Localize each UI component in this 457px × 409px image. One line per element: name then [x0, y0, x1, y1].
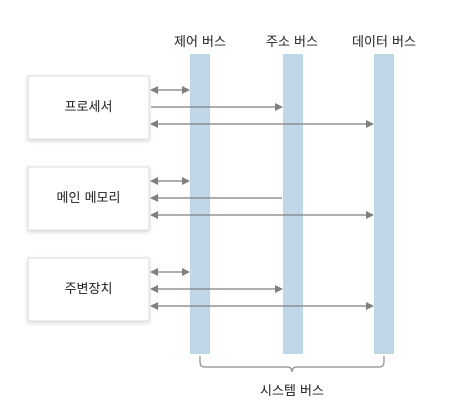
control-bus-lane	[190, 54, 210, 354]
system-bus-label: 시스템 버스	[260, 384, 324, 399]
main-memory-label: 메인 메모리	[57, 191, 121, 206]
main-memory-box: 메인 메모리	[27, 166, 150, 231]
processor-box: 프로세서	[27, 75, 150, 140]
peripheral-label: 주변장치	[65, 282, 113, 297]
system-bus-brace	[199, 356, 385, 373]
bus-label-address: 주소 버스	[266, 35, 318, 50]
bus-label-control: 제어 버스	[174, 35, 226, 50]
bus-labels: 제어 버스 주소 버스 데이터 버스	[174, 35, 416, 50]
connection-arrows	[150, 86, 374, 310]
component-boxes: 프로세서 메인 메모리 주변장치	[27, 75, 150, 322]
address-bus-lane	[283, 54, 303, 354]
bus-lanes	[190, 54, 394, 354]
peripheral-box: 주변장치	[27, 257, 150, 322]
data-bus-lane	[374, 54, 394, 354]
processor-label: 프로세서	[65, 100, 113, 115]
bus-label-data: 데이터 버스	[352, 35, 416, 50]
